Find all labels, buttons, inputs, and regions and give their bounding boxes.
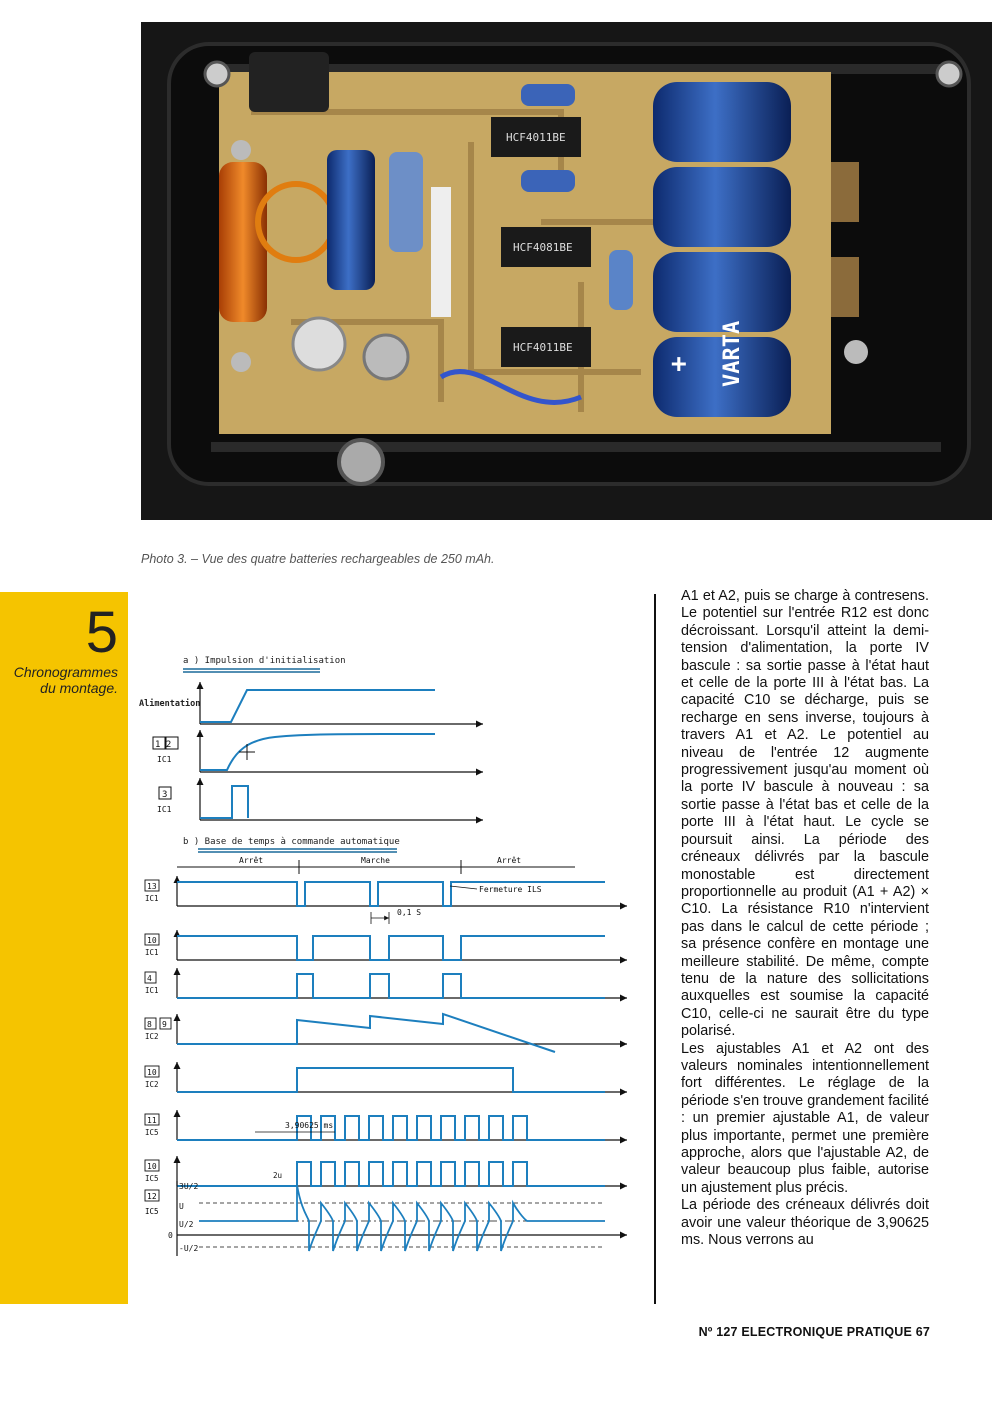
pin-a-1: 1 2 IC1 [152,736,179,764]
pin-b-7-number: 12 [147,1192,157,1201]
pin-b-0-number-0: 13 [147,882,157,891]
pin-b-3-box-1 [159,1017,172,1030]
paragraph-2: Les ajustables A1 et A2 ont des valeurs … [681,1040,929,1196]
svg-text:+: + [671,349,687,379]
pin-a-2-number: 3 [162,790,167,800]
pin-b-3-number-0: 8 [147,1020,152,1029]
figure-number: 5 [85,600,118,665]
pin-a-2-ic: IC1 [157,805,172,814]
row-6-signal [177,1161,605,1187]
pin-a-1-number: 1 2 [155,740,171,750]
pin-b-2-number-0: 4 [147,974,152,983]
row-1-signal [177,935,605,961]
chip-2-label: HCF4081BE [513,241,573,254]
paragraph-1: A1 et A2, puis se charge à contresens. L… [681,588,929,1040]
label-period: 3,90625 ms [285,1121,333,1130]
section-b-title: b ) Base de temps à commande automatique [183,837,400,847]
level-0: 0 [168,1231,173,1240]
article-text: A1 et A2, puis se charge à contresens. L… [681,588,929,1249]
row-5-signal [177,1115,605,1141]
state-marche: Marche [361,856,390,865]
level-u2: U/2 [179,1220,194,1229]
paragraph-3: La période des créneaux délivrés doit av… [681,1197,929,1249]
row-3-signal [177,1012,556,1053]
pin-b-4-ic: IC2 [145,1080,159,1089]
state-arret-2: Arrêt [497,855,521,865]
pin-b-2-box-0 [144,971,157,984]
battery-stack: VARTA + [653,82,791,417]
row-4-signal [177,1067,605,1093]
pin-b-6-box-0 [144,1159,160,1172]
pin-b-7-ic: IC5 [145,1207,159,1216]
chip-3-label: HCF4011BE [513,341,573,354]
figure-yellow-band [0,592,128,1304]
pin-a-1-ic: IC1 [157,755,172,764]
pin-b-0-ic: IC1 [145,894,159,903]
label-01s: 0,1 S [397,908,421,917]
pin-b-3-box-0 [144,1017,157,1030]
chip-1-label: HCF4011BE [506,131,566,144]
pin-a-2: 3 IC1 [157,786,172,814]
pin-b-3-ic: IC2 [145,1032,159,1041]
label-2u: 2u [273,1171,282,1180]
pin-b-5-ic: IC5 [145,1128,159,1137]
level-3u2: 3U/2 [179,1182,198,1191]
pin-b-4-number-0: 10 [147,1068,157,1077]
pin-b-5-box-0 [144,1113,160,1126]
pin-b-1-number-0: 10 [147,936,157,945]
page-footer: Nº 127 ELECTRONIQUE PRATIQUE 67 [698,1325,930,1339]
pin-b-6-number-0: 10 [147,1162,157,1171]
pin-b-4-box-0 [144,1065,160,1078]
section-a-title: a ) Impulsion d'initialisation [183,656,346,666]
pin-b-6-ic: IC5 [145,1174,159,1183]
pin-b-2-ic: IC1 [145,986,159,995]
pin-b-1-box-0 [144,933,160,946]
label-fermeture-ils: Fermeture ILS [479,885,542,894]
pin-b-5-number-0: 11 [147,1116,157,1125]
pin-b-0-box-0 [144,879,160,892]
row-0-signal [177,881,605,907]
circuit-board-photo: HCF4011BE HCF4081BE HCF4011BE VARTA + [141,22,992,520]
label-alimentation: Alimentation [139,698,200,709]
battery-brand: VARTA [720,321,745,387]
photo-caption: Photo 3. – Vue des quatre batteries rech… [141,552,495,566]
column-rule [654,594,656,1304]
row-2-signal [177,973,605,999]
level-u: U [179,1202,184,1211]
level-mu2: -U/2 [179,1244,198,1253]
pin-b-3-number-1: 9 [162,1020,167,1029]
pin-b-7-box [144,1189,160,1202]
timing-diagram: a ) Impulsion d'initialisation Alimentat… [139,656,627,1256]
pcb-illustration: HCF4011BE HCF4081BE HCF4011BE VARTA + [141,22,992,520]
pin-b-1-ic: IC1 [145,948,159,957]
figure-caption: Chronogrammes du montage. [13,664,118,696]
state-arret-1: Arrêt [239,855,263,865]
